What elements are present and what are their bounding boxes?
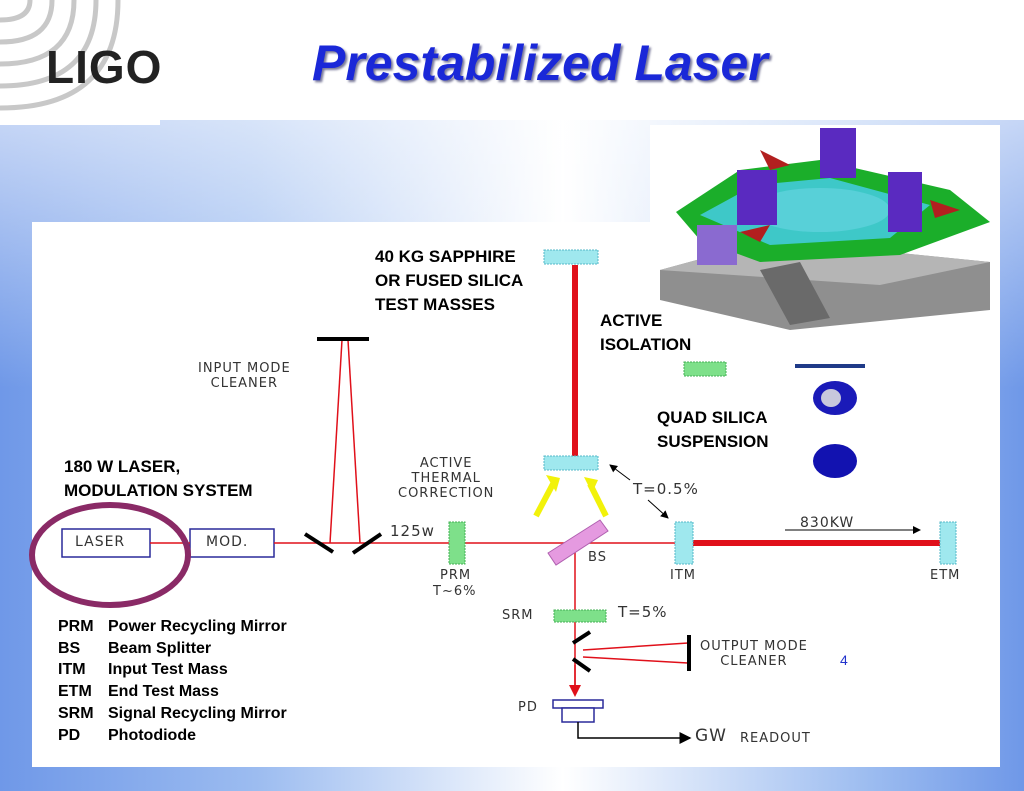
omc-lower-mirror [571,657,592,673]
page-number: 4 [840,652,848,668]
laser-system-label: 180 W LASER,MODULATION SYSTEM [64,457,253,500]
omc-upper-mirror [571,630,592,645]
itm-transmission-label: T=0.5% [633,480,699,498]
laser-box-label: LASER [75,534,126,550]
mod-box-label: MOD. [206,534,249,550]
active-isolation-platform-image [650,125,1000,330]
itm-vertical-optic [543,455,599,471]
logo-arcs-icon [0,0,121,111]
arm-power-label: 830KW [800,515,855,531]
etm-optic [939,521,957,565]
logo-area: LIGO [0,0,163,125]
srm-transmission-label: T=5% [618,603,668,621]
itm-pointer-arrow [647,499,669,519]
beam-paths [150,339,689,690]
pd-label: PD [518,700,538,715]
srm-label: SRM [502,608,534,623]
readout-label: READOUT [740,731,811,746]
bs-label: BS [588,550,607,565]
thermal-arrow-left-icon [533,480,557,518]
gw-readout-arrow [577,722,692,744]
etm-vertical-optic [543,249,599,265]
laser-highlight-ring [29,502,191,608]
itm-optic [674,521,694,565]
itm-label: ITM [670,568,696,583]
prm-transmission-label: T~6% [433,584,477,599]
logo: LIGO [46,41,163,93]
srm-optic [553,609,607,623]
photodiode-icon [552,699,604,723]
imc-right-mirror [351,532,383,555]
slide-title: Prestabilized Laser [312,35,768,91]
prm-label: PRM [440,568,472,583]
prm-optic [448,521,466,565]
prm-power-label: 125w [390,522,435,540]
etm-label: ETM [930,568,961,583]
t-pointer-arrow [609,464,631,481]
imc-left-mirror [303,532,335,554]
gw-label: GW [695,726,727,746]
laser-box [61,528,151,558]
quad-suspension-image [795,364,865,478]
beamsplitter-optic [547,519,609,566]
isolation-optic [683,361,727,377]
